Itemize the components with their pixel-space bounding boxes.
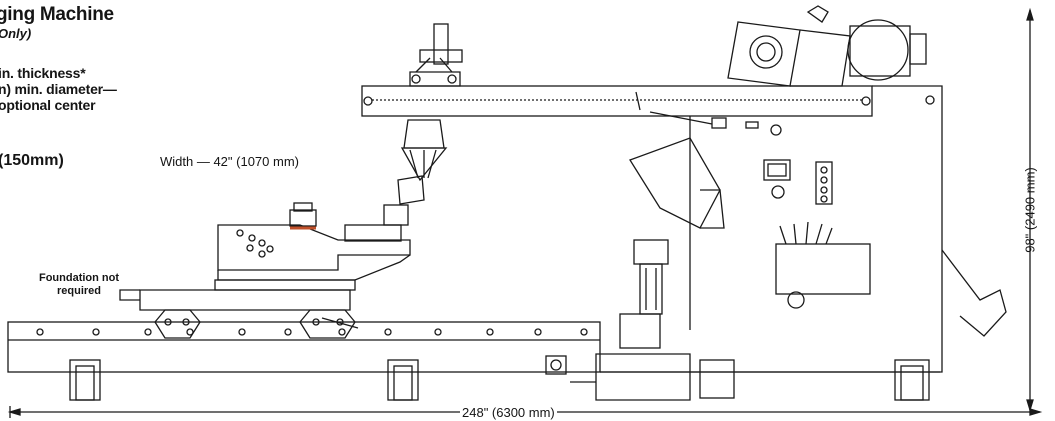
carriage-plates [154, 309, 359, 339]
spec-thickness: in. thickness* [0, 65, 86, 81]
base-holes [36, 328, 588, 336]
dimension-lines [7, 7, 1043, 418]
machine-title: ging Machine [0, 4, 114, 25]
dimension-width: Width — 42" (1070 mm) [160, 154, 299, 169]
drive-motors [727, 5, 927, 87]
base-frame [7, 321, 940, 401]
work-table [119, 202, 411, 311]
spec-center: optional center [0, 97, 96, 113]
dimension-height: 98" (2490 mm) [1022, 167, 1038, 253]
dimension-length: 248" (6300 mm) [460, 405, 557, 420]
spec-diameter: n) min. diameter— [0, 81, 117, 97]
upper-head [397, 23, 463, 205]
dimension-150mm: (150mm) [0, 152, 64, 169]
machine-housing [600, 85, 1007, 373]
foundation-note: Foundation not required [38, 272, 120, 297]
machine-subtitle: Only) [0, 26, 32, 41]
main-beam [361, 85, 873, 129]
lower-tool [545, 137, 725, 401]
